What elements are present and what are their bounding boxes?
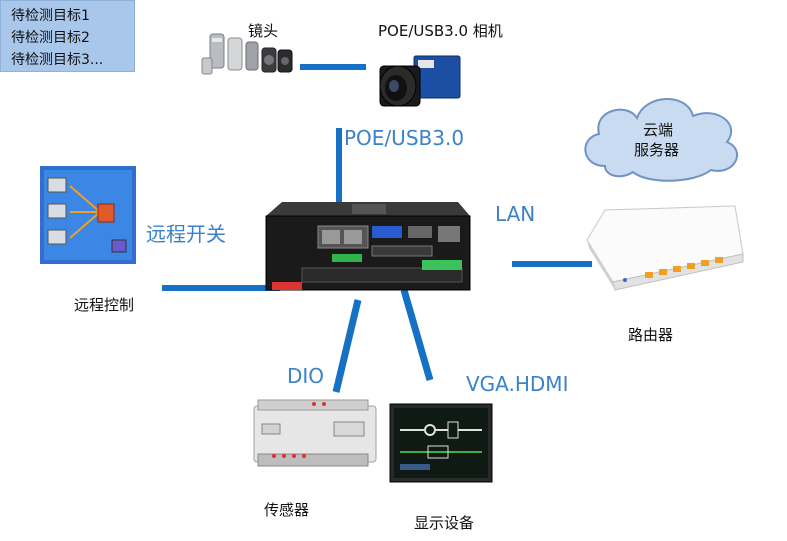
- target-item: 待检测目标1: [11, 8, 90, 24]
- remote-control-label: 远程控制: [74, 296, 135, 314]
- cloud-icon: [584, 98, 739, 182]
- target-item: 待检测目标2: [11, 30, 90, 46]
- lens-label: 镜头: [248, 22, 279, 40]
- sensor-label: 传感器: [264, 501, 310, 519]
- camera-image: [379, 55, 461, 107]
- camera-ipc-line: [336, 128, 342, 208]
- cloud-label-line2: 服务器: [634, 141, 680, 159]
- remote-switch-label: 远程开关: [146, 222, 226, 246]
- remote-control-image: [40, 166, 136, 264]
- display-image: [389, 403, 493, 483]
- cloud-label-line1: 云端: [643, 121, 674, 139]
- lens-camera-line: [300, 64, 366, 70]
- poe-usb-label: POE/USB3.0: [344, 126, 465, 150]
- router-image: [586, 205, 744, 291]
- sensor-image: [253, 399, 377, 467]
- target-item: 待检测目标3...: [11, 52, 104, 68]
- vga-hdmi-label: VGA.HDMI: [466, 372, 569, 396]
- lens-image: [201, 33, 293, 75]
- router-label: 路由器: [628, 326, 674, 344]
- dio-label: DIO: [287, 364, 325, 388]
- remote-ipc-line: [162, 285, 280, 291]
- camera-label: POE/USB3.0 相机: [378, 22, 503, 40]
- display-label: 显示设备: [414, 514, 475, 532]
- target-list: 待检测目标1 待检测目标2 待检测目标3...: [0, 0, 135, 72]
- industrial-pc-image: [265, 202, 471, 291]
- ipc-router-line: [512, 261, 592, 267]
- lan-label: LAN: [495, 202, 536, 226]
